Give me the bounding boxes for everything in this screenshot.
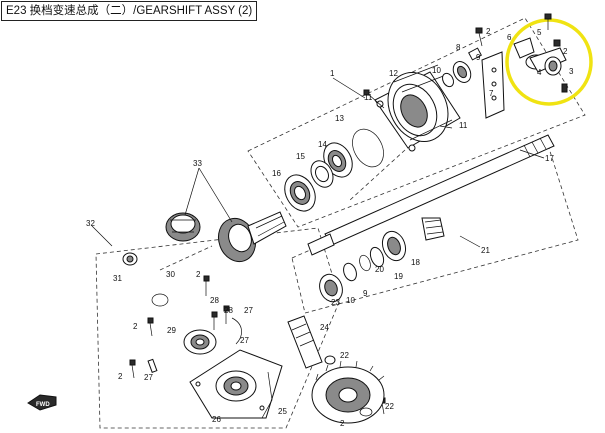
part-bolt-2-left (129, 275, 210, 379)
callout-15: 15 (296, 152, 305, 161)
part-dowel-27-lower (147, 358, 158, 373)
callout-16: 16 (272, 169, 281, 178)
highlight-circle (505, 18, 593, 106)
callout-33: 33 (193, 159, 202, 168)
callout-23: 23 (331, 298, 340, 307)
callout-7: 7 (489, 89, 494, 98)
part-bearing-23 (319, 273, 343, 303)
callout-4: 4 (537, 68, 542, 77)
callout-6: 6 (507, 33, 512, 42)
callout-9b: 9 (363, 289, 368, 298)
part-oring-30 (151, 293, 169, 307)
part-cover-26 (189, 349, 283, 419)
callout-25: 25 (278, 407, 287, 416)
callout-9a: 9 (476, 53, 481, 62)
callout-20: 20 (375, 265, 384, 274)
callout-18: 18 (411, 258, 420, 267)
callout-21: 21 (481, 246, 490, 255)
part-bolt-28 (211, 305, 230, 330)
part-shift-lever-assy (513, 37, 568, 93)
part-bolt-2-upper (475, 13, 552, 47)
callout-2e: 2 (118, 372, 123, 381)
part-bevel-gear-33-small (165, 212, 201, 242)
part-nut-31 (122, 252, 138, 266)
part-bevel-gear-33-large (217, 211, 287, 263)
group-link-line (159, 245, 213, 271)
callout-27b: 27 (144, 373, 153, 382)
callout-5: 5 (537, 28, 542, 37)
callout-28b: 28 (224, 306, 233, 315)
group-link-line-2 (349, 149, 406, 201)
callout-22b: 22 (385, 402, 394, 411)
part-shaft-17 (307, 134, 555, 256)
callout-2d: 2 (133, 322, 138, 331)
callout-10a: 10 (432, 66, 441, 75)
part-shaft-21 (421, 217, 445, 241)
callout-1: 1 (330, 69, 335, 78)
part-housing-12 (374, 64, 461, 152)
part-bearing-18 (381, 230, 407, 262)
part-ring-20 (359, 254, 371, 272)
part-dowel-27-upper (231, 317, 242, 345)
part-oring-13 (352, 128, 384, 168)
shaft-group-outline (291, 144, 579, 314)
part-bearing-29 (183, 329, 217, 355)
callout-2b: 2 (486, 27, 491, 36)
svg-text:FWD: FWD (36, 402, 50, 408)
part-gear-large (311, 360, 385, 424)
part-seal-9-upper (452, 61, 472, 83)
callout-2c: 2 (196, 270, 201, 279)
part-ring-22-lower (359, 407, 373, 417)
callout-24: 24 (320, 323, 329, 332)
callout-11b: 11 (459, 121, 468, 130)
part-bolt-11 (363, 89, 453, 129)
part-shaft-24 (287, 315, 323, 369)
callout-26: 26 (212, 415, 221, 424)
callout-22a: 22 (340, 351, 349, 360)
part-washer-19 (369, 246, 385, 268)
callout-2f: 2 (340, 419, 345, 428)
front-direction-arrow-icon: FWD (27, 394, 57, 411)
callout-32: 32 (86, 219, 95, 228)
callout-17: 17 (545, 154, 554, 163)
part-bolt-25 (261, 371, 273, 419)
callout-12: 12 (389, 69, 398, 78)
callout-27-label: 27 (240, 336, 249, 345)
callout-14: 14 (318, 140, 327, 149)
callout-31: 31 (113, 274, 122, 283)
left-group-outline (95, 227, 341, 429)
part-detent-8 (468, 47, 482, 61)
part-ring-10-upper (441, 72, 455, 88)
upper-group-outline (247, 17, 586, 228)
callout-3: 3 (569, 67, 574, 76)
part-spacer-15 (310, 160, 334, 188)
callout-2a: 2 (563, 47, 568, 56)
part-bearing-16 (284, 174, 316, 212)
callout-19: 19 (394, 272, 403, 281)
callout-30: 30 (166, 270, 175, 279)
callout-10b: 10 (346, 296, 355, 305)
callout-11a: 11 (364, 93, 373, 102)
diagram-title: E23 换档变速总成（二）/GEARSHIFT ASSY (2) (1, 1, 258, 21)
callout-29: 29 (167, 326, 176, 335)
callout-28a: 28 (210, 296, 219, 305)
callout-27a: 27 (244, 306, 253, 315)
part-ring-22-upper (324, 355, 336, 365)
callout-8: 8 (456, 43, 461, 52)
part-ring-10-lower (343, 262, 357, 282)
callout-13: 13 (335, 114, 344, 123)
